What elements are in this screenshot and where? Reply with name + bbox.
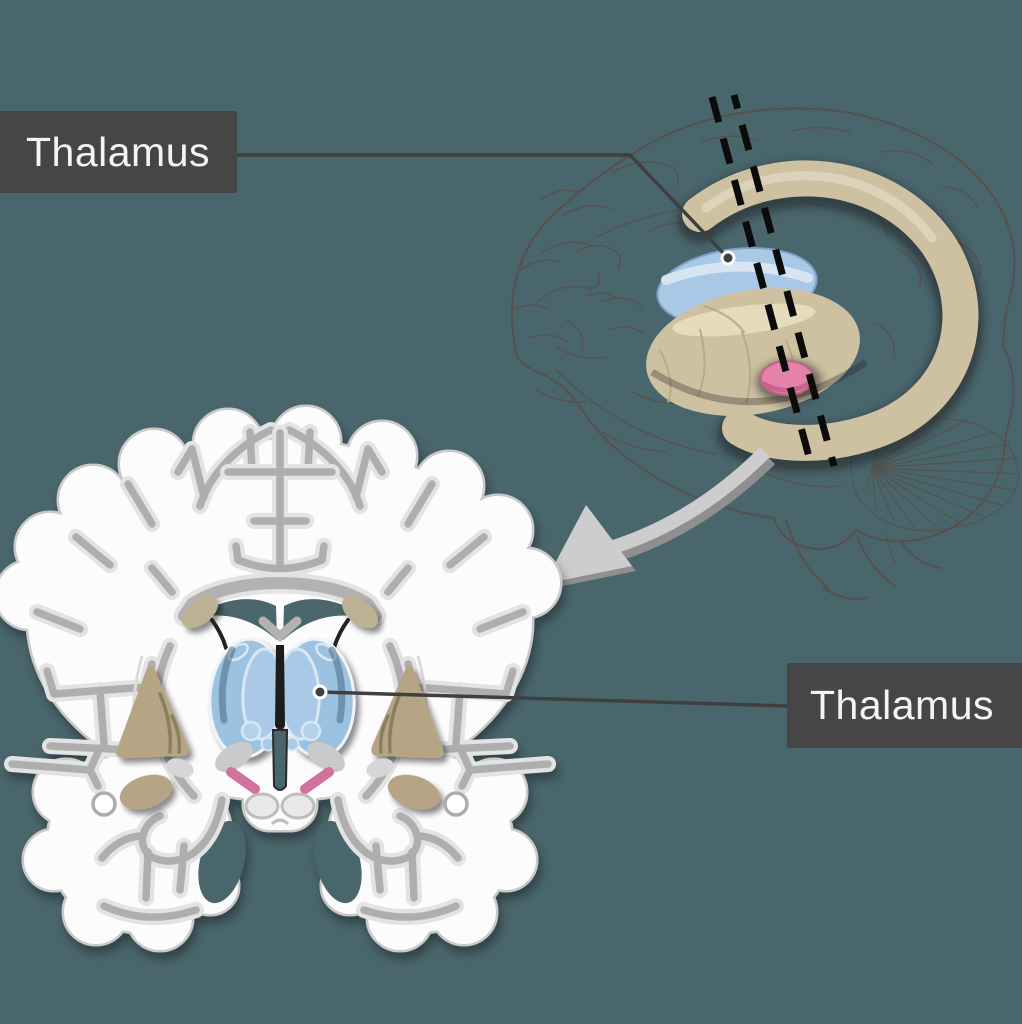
substantia-nigra-bars [226, 767, 334, 794]
gray-ellipse-left-inner [215, 741, 253, 773]
leader-lines [237, 153, 790, 708]
ventricle-sliver-left [210, 618, 228, 650]
curved-arrow-icon [544, 447, 776, 589]
basal-ganglia-bands [158, 692, 402, 754]
cream-band [672, 303, 816, 337]
thalamus-label-sagittal-text: Thalamus [26, 128, 211, 175]
gray-ellipse-right-inner [307, 741, 345, 773]
third-ventricle-slit [275, 645, 285, 730]
thalamus-inner-detail [218, 642, 346, 752]
mammillary-shade [761, 380, 813, 393]
caudate-nuclei [181, 595, 379, 629]
coronal-brain-illustration [0, 407, 560, 950]
lateral-ventricles [203, 599, 357, 640]
ventricle-ribbon [271, 729, 289, 791]
leader-line-coronal [319, 690, 790, 708]
temporal-horn-left [91, 791, 117, 817]
thalamus-label-coronal: Thalamus [787, 663, 1022, 748]
thalamus-label-sagittal: Thalamus [0, 111, 237, 193]
ventricle-sliver-right [332, 618, 350, 650]
mammillary-feet [244, 792, 316, 826]
thalamus-highlight [661, 261, 813, 285]
gray-ellipse-right-outer [366, 758, 394, 778]
leader-line-sagittal [237, 153, 730, 260]
mass-under-shadow [650, 359, 868, 406]
sagittal-brain-illustration [510, 94, 1021, 600]
section-plane-dashed-lines [708, 94, 838, 469]
coronal-sulci [12, 430, 548, 917]
temporal-horn-right [443, 791, 469, 817]
brainstem-outline [785, 519, 943, 600]
leader-dot [312, 684, 328, 700]
sagittal-brain-outline [510, 107, 1016, 551]
fornix-chevron [258, 616, 302, 643]
leader-dot [720, 250, 736, 266]
gray-ellipse-left-outer [166, 758, 194, 778]
thalamus-label-coronal-text: Thalamus [810, 682, 995, 728]
